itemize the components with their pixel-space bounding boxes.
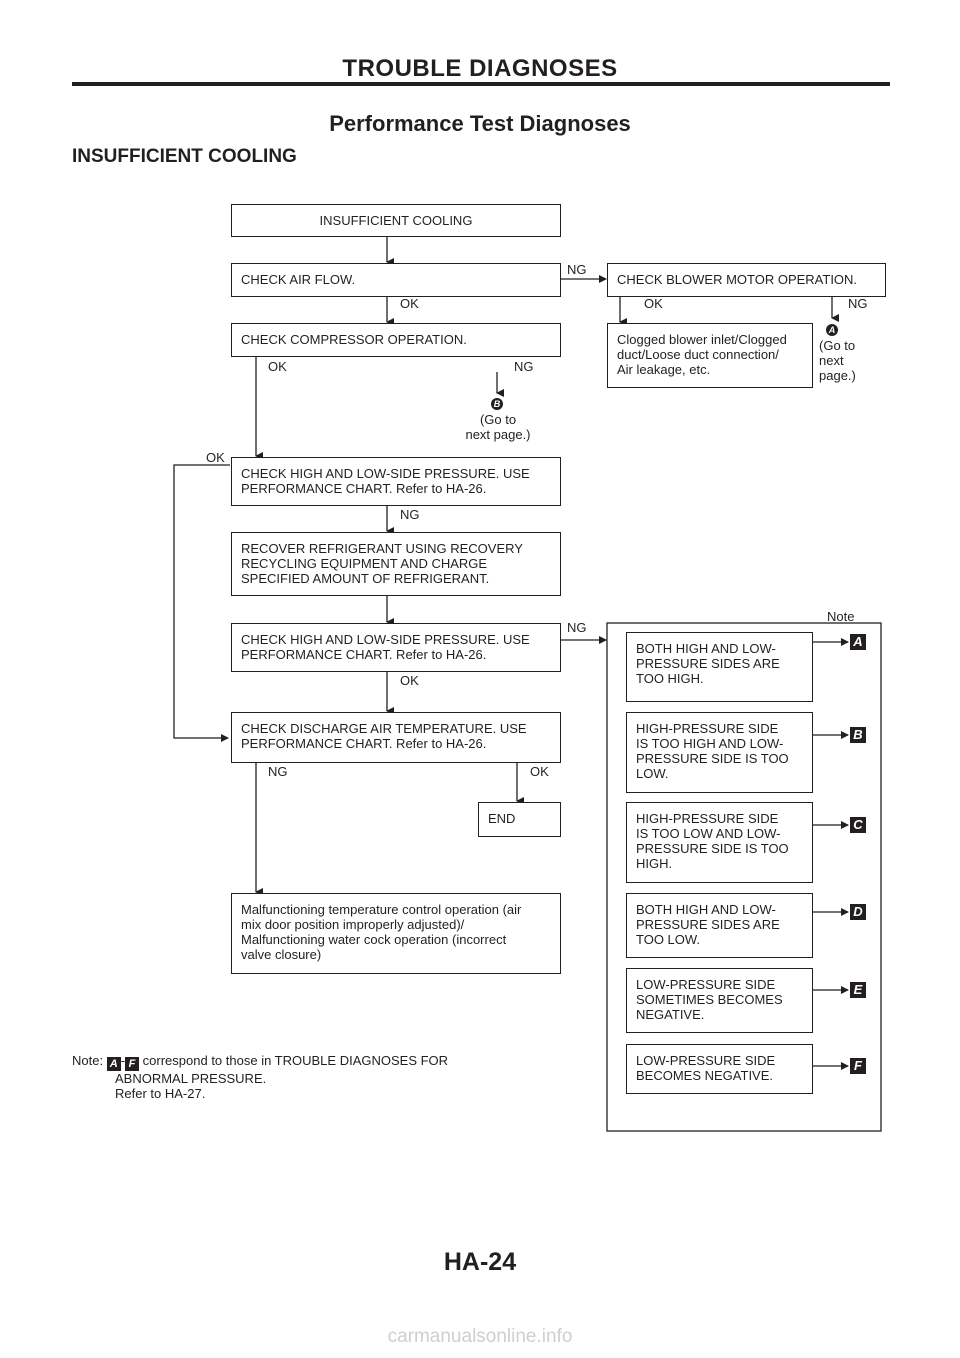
label-ng: NG <box>567 262 587 277</box>
tag-d-icon: D <box>850 904 866 920</box>
page-title: Performance Test Diagnoses <box>329 111 631 136</box>
note-box-d: BOTH HIGH AND LOW- PRESSURE SIDES ARE TO… <box>626 893 813 958</box>
tag-a-icon: A <box>850 634 866 650</box>
note-box-a: BOTH HIGH AND LOW- PRESSURE SIDES ARE TO… <box>626 632 813 702</box>
check-blower-box: CHECK BLOWER MOTOR OPERATION. <box>607 263 886 297</box>
label-ok: OK <box>644 296 663 311</box>
tag-b-icon: B <box>850 727 866 743</box>
tag-f-icon: F <box>850 1058 866 1074</box>
footer-watermark: carmanualsonline.info <box>387 1326 573 1347</box>
label-ng: NG <box>514 359 534 374</box>
goto-next-page-a: (Go to next page.) <box>819 338 856 383</box>
recover-refrigerant-box: RECOVER REFRIGERANT USING RECOVERY RECYC… <box>231 532 561 596</box>
tag-e-icon: E <box>850 982 866 998</box>
header-rule <box>72 82 890 86</box>
section-header: TROUBLE DIAGNOSES <box>342 55 618 82</box>
note-prefix: Note: <box>72 1053 104 1068</box>
check-discharge-box: CHECK DISCHARGE AIR TEMPERATURE. USE PER… <box>231 712 561 763</box>
label-ok: OK <box>206 450 225 465</box>
end-box: END <box>478 802 561 837</box>
check-pressure-box-2: CHECK HIGH AND LOW-SIDE PRESSURE. USE PE… <box>231 623 561 672</box>
check-compressor-box: CHECK COMPRESSOR OPERATION. <box>231 323 561 357</box>
label-ng: NG <box>268 764 288 779</box>
malfunction-box: Malfunctioning temperature control opera… <box>231 893 561 974</box>
note-dash: - <box>120 1053 126 1068</box>
label-note: Note <box>827 609 855 624</box>
note-line-2: ABNORMAL PRESSURE. <box>115 1071 267 1086</box>
tag-a-icon: A <box>106 1057 121 1071</box>
section-title: INSUFFICIENT COOLING <box>72 146 297 167</box>
circle-a-icon: A <box>826 324 838 336</box>
label-ok: OK <box>400 673 419 688</box>
circle-b-icon: B <box>491 398 503 410</box>
check-air-flow-box: CHECK AIR FLOW. <box>231 263 561 297</box>
tag-f-icon: F <box>125 1057 140 1071</box>
tag-c-icon: C <box>850 817 866 833</box>
label-ok: OK <box>530 764 549 779</box>
page-number: HA-24 <box>443 1248 517 1276</box>
goto-next-page-b: (Go to next page.) <box>465 412 531 442</box>
note-box-e: LOW-PRESSURE SIDE SOMETIMES BECOMES NEGA… <box>626 968 813 1033</box>
clogged-box: Clogged blower inlet/Clogged duct/Loose … <box>607 323 813 388</box>
label-ok: OK <box>400 296 419 311</box>
check-pressure-box-1: CHECK HIGH AND LOW-SIDE PRESSURE. USE PE… <box>231 457 561 506</box>
note-line-1: correspond to those in TROUBLE DIAGNOSES… <box>142 1053 449 1068</box>
label-ng: NG <box>567 620 587 635</box>
label-ng: NG <box>400 507 420 522</box>
label-ng: NG <box>848 296 868 311</box>
note-text: Note: A-F correspond to those in TROUBLE… <box>72 1053 448 1101</box>
note-box-c: HIGH-PRESSURE SIDE IS TOO LOW AND LOW- P… <box>626 802 813 883</box>
note-line-3: Refer to HA-27. <box>115 1086 206 1101</box>
note-box-b: HIGH-PRESSURE SIDE IS TOO HIGH AND LOW- … <box>626 712 813 793</box>
insufficient-cooling-box: INSUFFICIENT COOLING <box>231 204 561 237</box>
note-box-f: LOW-PRESSURE SIDE BECOMES NEGATIVE. <box>626 1044 813 1094</box>
label-ok: OK <box>268 359 287 374</box>
